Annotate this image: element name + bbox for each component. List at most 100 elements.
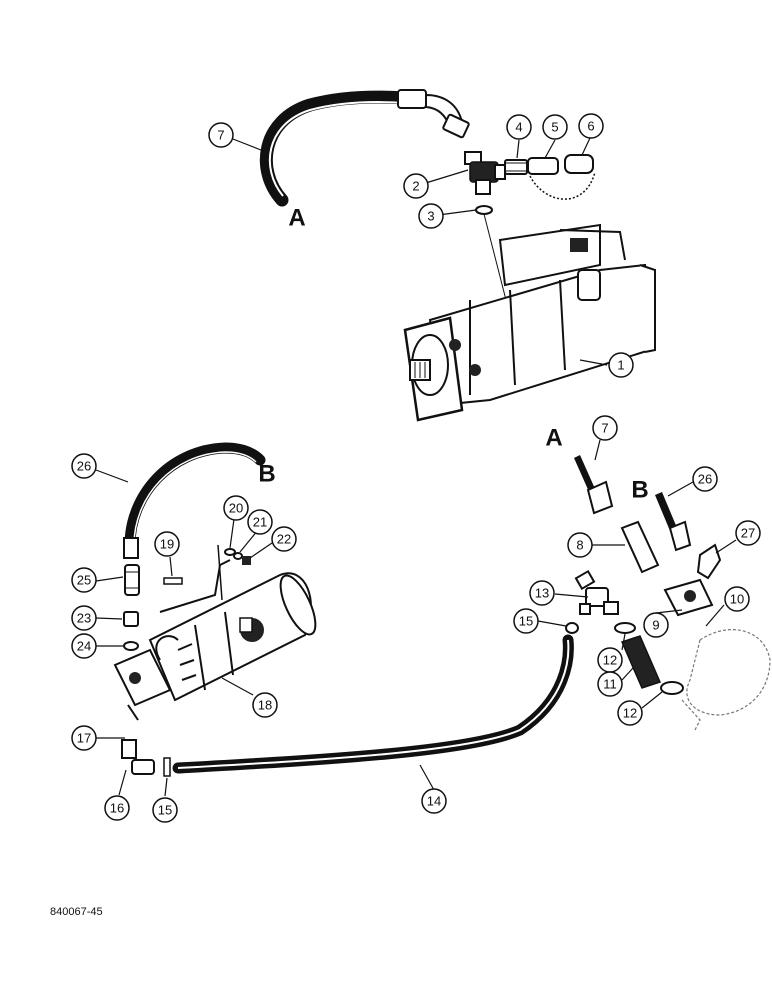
clamp-12-lower [660, 681, 684, 695]
svg-text:20: 20 [229, 501, 243, 516]
callout-13: 13 [529, 580, 555, 606]
sleeve-11 [620, 635, 662, 689]
callout-8: 8 [567, 532, 593, 558]
svg-text:4: 4 [515, 120, 522, 135]
cap-15-right [565, 622, 579, 634]
callout-22: 22 [271, 526, 297, 552]
pump-17-body [113, 648, 172, 721]
callout-26-right: 26 [692, 466, 718, 492]
svg-text:14: 14 [427, 794, 441, 809]
svg-text:2: 2 [412, 179, 419, 194]
callout-7-right: 7 [592, 415, 618, 441]
callout-15-left: 15 [152, 797, 178, 823]
svg-text:24: 24 [77, 639, 91, 654]
bracket [159, 544, 231, 613]
svg-text:13: 13 [535, 586, 549, 601]
assembly-line [483, 213, 507, 301]
callout-25: 25 [71, 567, 97, 593]
svg-text:18: 18 [258, 698, 272, 713]
hose-26-left [123, 442, 266, 559]
svg-text:12: 12 [603, 653, 617, 668]
svg-text:5: 5 [551, 120, 558, 135]
hydraulic-pump-1 [403, 223, 656, 422]
callout-3: 3 [418, 203, 444, 229]
callout-27: 27 [735, 520, 761, 546]
svg-text:27: 27 [741, 526, 755, 541]
svg-text:16: 16 [110, 801, 124, 816]
tee-fitting-2 [464, 151, 506, 195]
callout-1: 1 [608, 352, 634, 378]
callout-7-top: 7 [208, 122, 234, 148]
fitting-4 [504, 159, 528, 175]
callout-20: 20 [223, 495, 249, 521]
svg-text:25: 25 [77, 573, 91, 588]
starter-motor-18 [148, 572, 317, 702]
callout-26-left: 26 [71, 453, 97, 479]
svg-text:6: 6 [587, 119, 594, 134]
callout-12-lower: 12 [617, 700, 643, 726]
callout-15-right: 15 [513, 608, 539, 634]
tee-9 [663, 578, 714, 617]
svg-text:15: 15 [158, 803, 172, 818]
hose-7-top [259, 89, 470, 207]
lockwasher-21 [233, 552, 243, 560]
letter-b-right: B [631, 477, 648, 504]
coupler-5 [527, 157, 559, 175]
svg-text:22: 22 [277, 532, 291, 547]
svg-text:8: 8 [576, 538, 583, 553]
callout-5: 5 [542, 114, 568, 140]
svg-text:7: 7 [217, 128, 224, 143]
callout-17: 17 [71, 725, 97, 751]
nut-22 [242, 556, 251, 565]
svg-text:15: 15 [519, 614, 533, 629]
svg-text:1: 1 [617, 358, 624, 373]
adapter-23 [123, 611, 139, 627]
letter-a-top: A [288, 205, 305, 232]
hose-end-7 [574, 455, 614, 515]
callout-6: 6 [578, 113, 604, 139]
callout-23: 23 [71, 605, 97, 631]
elbow-27 [696, 543, 722, 580]
svg-text:23: 23 [77, 611, 91, 626]
cap-6 [529, 154, 596, 200]
svg-text:17: 17 [77, 731, 91, 746]
callout-9: 9 [643, 612, 669, 638]
svg-text:12: 12 [623, 706, 637, 721]
svg-text:26: 26 [698, 472, 712, 487]
figure-id: 840067-45 [50, 906, 103, 918]
adapter-8 [620, 520, 660, 574]
callout-16: 16 [104, 795, 130, 821]
svg-text:11: 11 [603, 677, 617, 692]
o-ring-3 [475, 205, 493, 215]
svg-text:26: 26 [77, 459, 91, 474]
svg-text:19: 19 [160, 537, 174, 552]
pump-phantom-10 [681, 629, 771, 731]
svg-text:9: 9 [652, 618, 659, 633]
callout-11: 11 [597, 671, 623, 697]
cross-fitting-13 [574, 569, 619, 615]
svg-text:7: 7 [601, 421, 608, 436]
o-ring-24 [123, 641, 139, 651]
clamp-15-left [163, 757, 171, 777]
callout-21: 21 [247, 509, 273, 535]
svg-text:3: 3 [427, 209, 434, 224]
fitting-25 [124, 564, 140, 596]
leader-lines [95, 137, 737, 797]
bolt-19 [163, 577, 183, 585]
callout-12-upper: 12 [597, 647, 623, 673]
callout-18: 18 [252, 692, 278, 718]
clamp-12-upper [614, 622, 636, 634]
hose-end-26 [655, 492, 692, 552]
callout-19: 19 [154, 531, 180, 557]
letter-a-right: A [545, 425, 562, 452]
washer-20 [224, 548, 236, 556]
svg-text:21: 21 [253, 515, 267, 530]
callout-4: 4 [506, 114, 532, 140]
elbow-16 [121, 739, 155, 775]
letter-b-left: B [258, 461, 275, 488]
callout-10: 10 [724, 586, 750, 612]
callout-2: 2 [403, 173, 429, 199]
callout-24: 24 [71, 633, 97, 659]
